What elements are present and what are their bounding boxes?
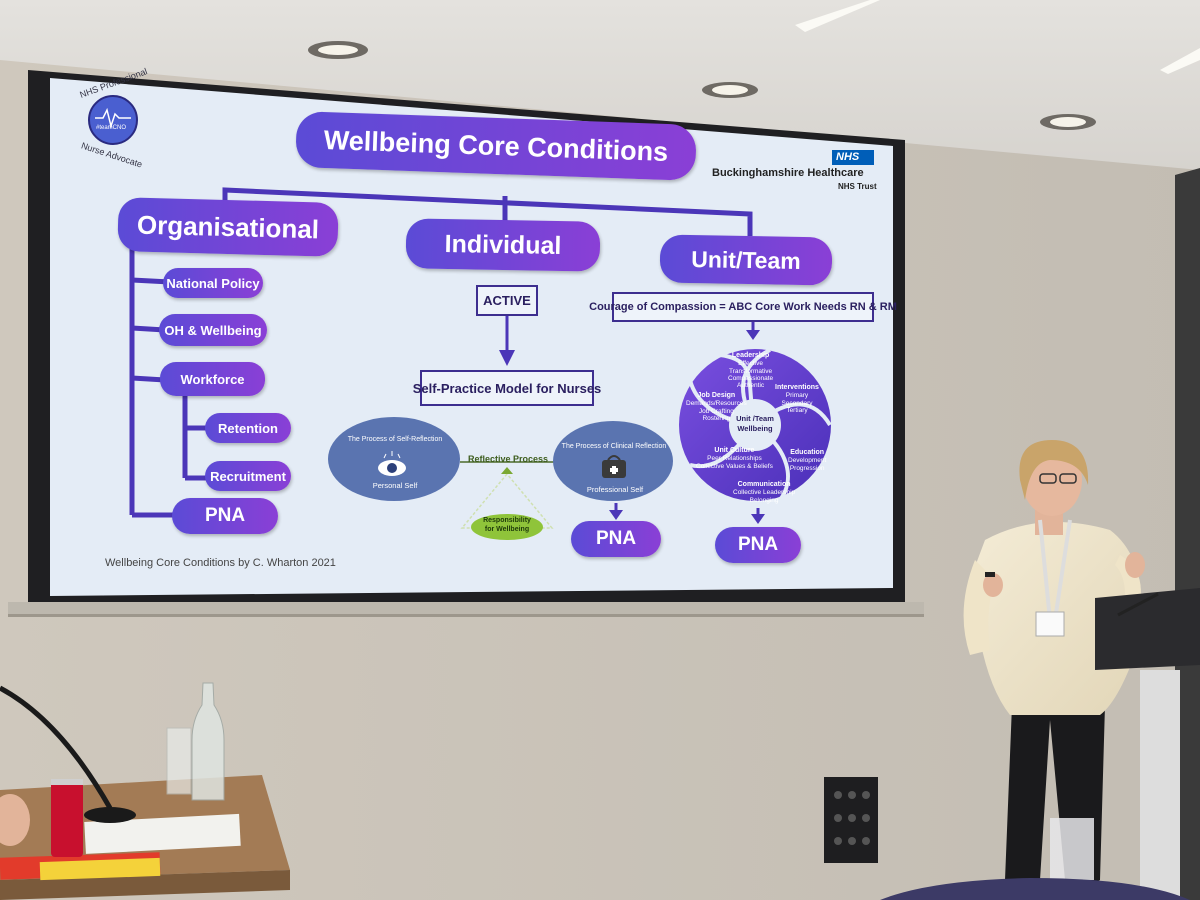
- segment-leadership: Leadership Effective Transformative Comp…: [728, 352, 774, 390]
- wall-socket-box: [824, 777, 878, 863]
- self-practice-model: Self-Practice Model for Nurses: [413, 370, 601, 406]
- conference-table: [0, 775, 290, 900]
- diagram-arrows: [499, 314, 765, 524]
- org-item-oh-wellbeing: OH & Wellbeing: [159, 314, 267, 346]
- responsibility-ellipse: [471, 514, 543, 540]
- ceiling: [0, 0, 1200, 170]
- chair-back: [880, 878, 1190, 900]
- ceiling-strip-light: [795, 0, 880, 32]
- individual-active: ACTIVE: [476, 285, 538, 316]
- wheel-center-line1: Unit /Team: [736, 414, 774, 423]
- waste-bin: [1050, 818, 1094, 880]
- self-reflection-caption: Personal Self: [372, 481, 418, 490]
- side-wall: [1175, 168, 1200, 900]
- individual-heading: Individual: [405, 218, 601, 272]
- org-item-national-policy: National Policy: [163, 268, 263, 298]
- segment-education: Education Development Progression: [788, 449, 827, 472]
- responsibility-line2: for Wellbeing: [484, 526, 530, 533]
- clinical-reflection-title: The Process of Clinical Reflection: [561, 443, 667, 450]
- courage-of-compassion: Courage of Compassion = ABC Core Work Ne…: [589, 292, 897, 322]
- audience-hand: [0, 794, 30, 846]
- nhs-logo-text: NHS: [836, 151, 860, 163]
- papers: [84, 813, 241, 854]
- ceiling-strip-light: [1160, 48, 1200, 74]
- screen-ledge: [8, 602, 924, 616]
- responsibility-line1: Responsibility: [483, 517, 531, 524]
- unit-team-pna: PNA: [715, 527, 801, 563]
- nhs-logo: [832, 150, 874, 165]
- water-bottle: [191, 682, 225, 801]
- badge-tag: #teamCNO: [96, 125, 127, 131]
- microphone: [0, 685, 113, 810]
- segment-unit-culture: Unit Culture Peer Relationships Collecti…: [696, 447, 773, 470]
- org-item-recruitment: Recruitment: [205, 461, 291, 491]
- clinical-reflection-caption: Professional Self: [586, 485, 644, 494]
- glass: [166, 727, 192, 795]
- self-reflection-title: The Process of Self-Reflection: [347, 436, 443, 443]
- unit-team-wheel: [679, 348, 832, 502]
- lanyard-badge: [1035, 611, 1065, 637]
- segment-interventions: Interventions Primary Secondary Tertiary: [775, 384, 819, 414]
- segment-job-design: Job Design Demands/Resources Job Craftin…: [686, 392, 747, 422]
- individual-pna: PNA: [571, 521, 661, 557]
- wheel-center-line2: Wellbeing: [737, 424, 773, 433]
- soda-can: [51, 779, 83, 857]
- organisational-heading: Organisational: [117, 197, 339, 257]
- unit-team-heading: Unit/Team: [659, 234, 833, 286]
- org-item-workforce: Workforce: [160, 362, 265, 396]
- reflective-process-label: Reflective Process: [468, 454, 549, 464]
- segment-communication: Communication Collective Leadership Belo…: [733, 481, 796, 504]
- self-reflection-ellipse: [328, 417, 460, 501]
- medical-bag-icon: [602, 455, 626, 478]
- eye-icon: [378, 451, 406, 476]
- lectern: [1095, 588, 1200, 900]
- slide-credit: Wellbeing Core Conditions by C. Wharton …: [105, 557, 336, 569]
- trust-sub: NHS Trust: [838, 182, 877, 191]
- trust-name: Buckinghamshire Healthcare: [712, 167, 864, 179]
- organisational-pna: PNA: [172, 498, 278, 534]
- org-item-retention: Retention: [205, 413, 291, 443]
